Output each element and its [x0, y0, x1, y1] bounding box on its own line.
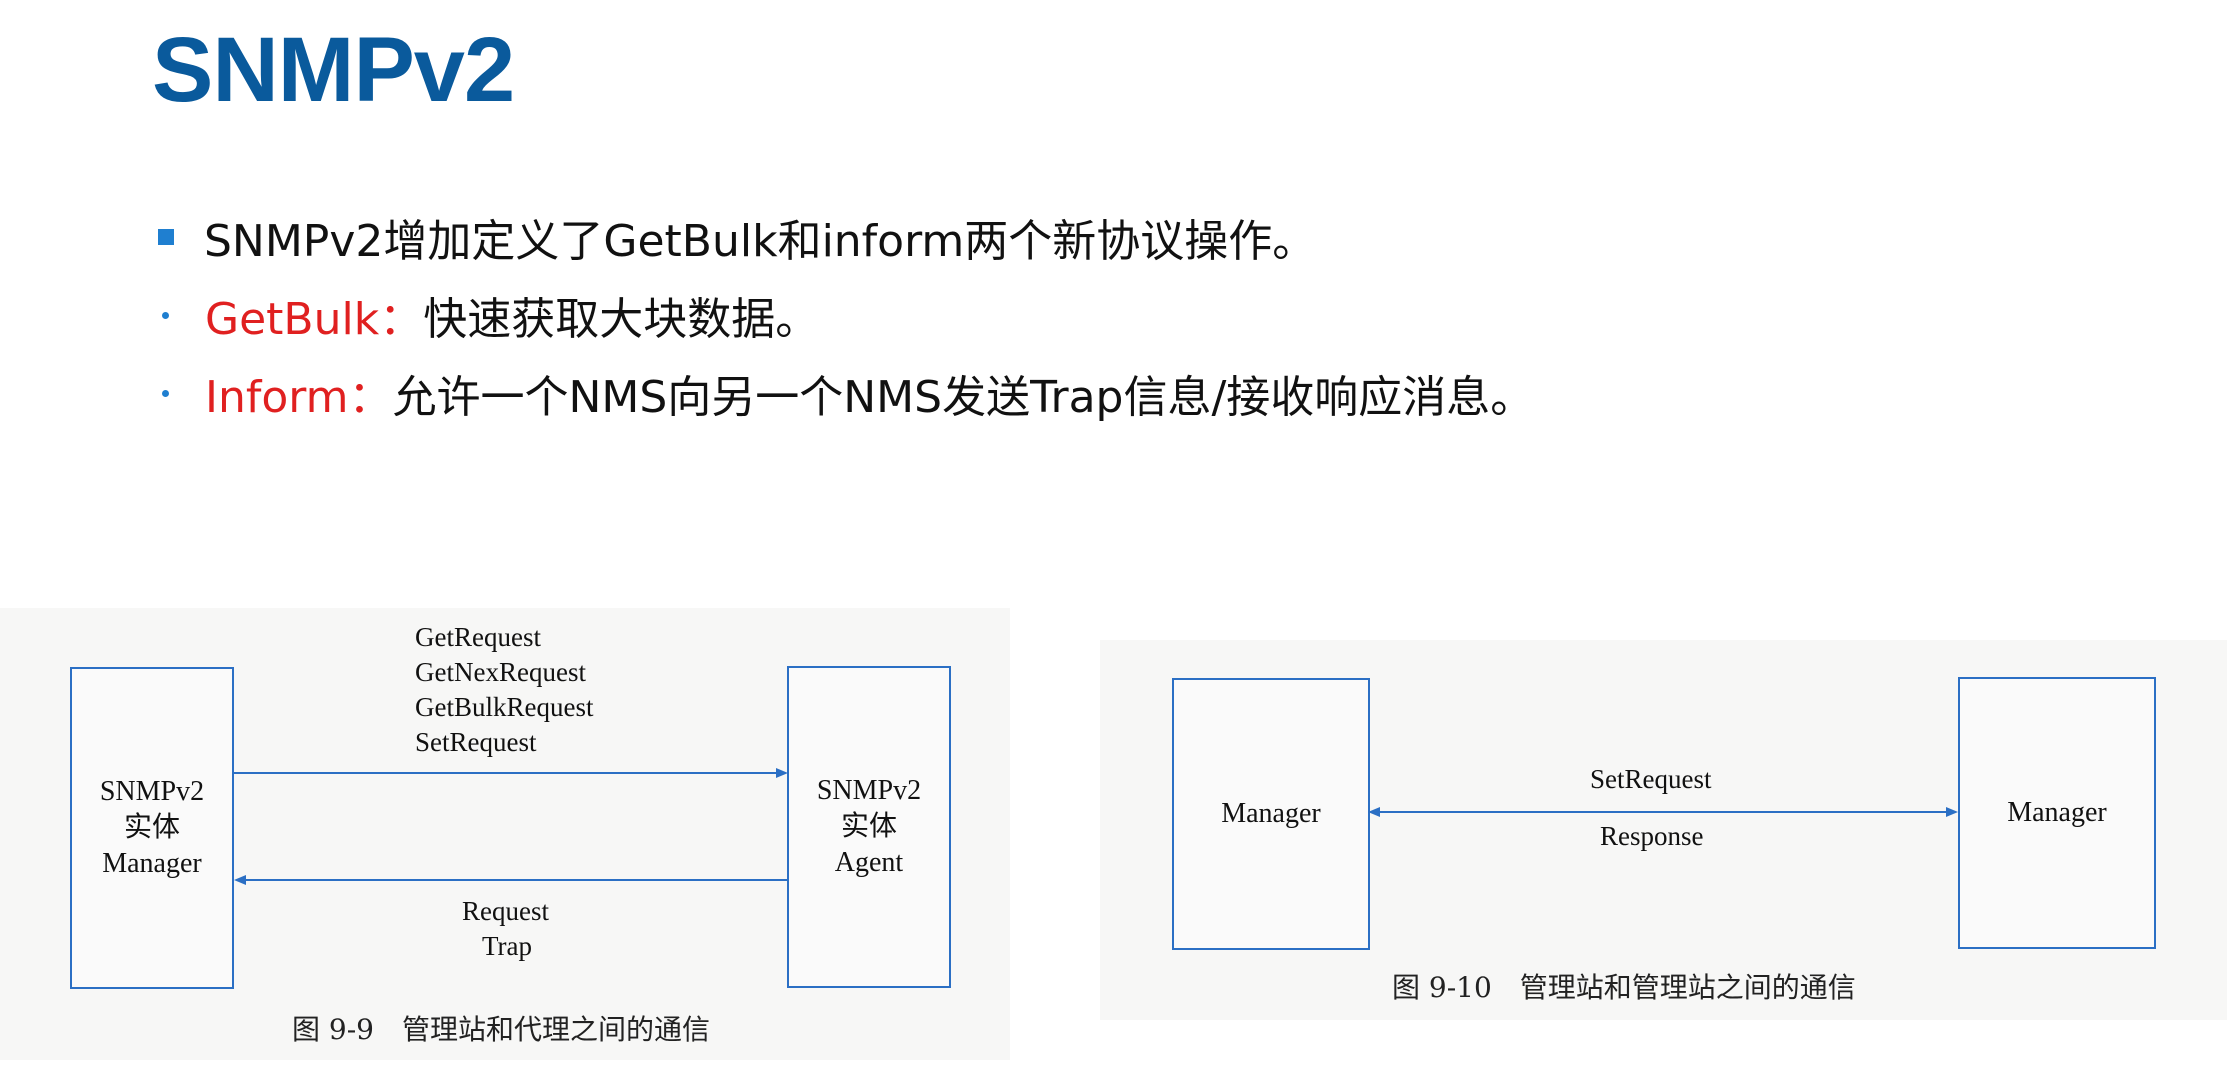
figure-9-9: SNMPv2 实体 Manager SNMPv2 实体 Agent GetReq…	[0, 608, 1010, 1060]
bullet-text: SNMPv2增加定义了GetBulk和inform两个新协议操作。	[204, 216, 1317, 267]
request-label: GetNexRequest	[415, 657, 586, 687]
box-label: Manager	[2007, 797, 2107, 828]
manager-entity-box: SNMPv2 实体 Manager	[70, 667, 234, 989]
bullet-item: Inform： 允许一个NMS向另一个NMS发送Trap信息/接收响应消息。	[150, 361, 1534, 425]
figure-caption: 图 9-9 管理站和代理之间的通信	[292, 1013, 710, 1046]
bullet-item: GetBulk： 快速获取大块数据。	[150, 283, 819, 347]
response-label: Request	[462, 896, 549, 926]
request-label: SetRequest	[415, 727, 537, 757]
arrow-head-left-icon	[234, 875, 246, 885]
agent-entity-box: SNMPv2 实体 Agent	[787, 666, 951, 988]
box-line: 实体	[840, 811, 897, 842]
bullet-text: 允许一个NMS向另一个NMS发送Trap信息/接收响应消息。	[392, 372, 1535, 423]
box-line: SNMPv2	[99, 776, 205, 807]
box-line: Manager	[102, 848, 202, 879]
bullet-item: SNMPv2增加定义了GetBulk和inform两个新协议操作。	[150, 205, 1316, 269]
box-line: SNMPv2	[816, 775, 922, 806]
response-label: Response	[1600, 821, 1704, 851]
arrow-head-right-icon	[1946, 807, 1958, 817]
arrows-figure-9-9	[232, 768, 788, 885]
setrequest-label: SetRequest	[1590, 764, 1712, 794]
response-label: Trap	[482, 931, 533, 961]
dot-bullet-icon	[162, 389, 169, 397]
square-bullet-icon	[158, 229, 174, 245]
slide-title: SNMPv2	[152, 19, 515, 121]
request-label: GetBulkRequest	[415, 692, 594, 722]
bullet-highlight: Inform：	[205, 372, 393, 423]
arrow-head-right-icon	[776, 768, 788, 778]
box-line: 实体	[123, 812, 180, 843]
figure-9-10: Manager Manager SetRequest Response 图 9-…	[1100, 640, 2227, 1020]
bullet-text: 快速获取大块数据。	[423, 294, 820, 345]
arrow-head-left-icon	[1368, 807, 1380, 817]
manager-box-right: Manager	[1958, 677, 2156, 949]
bullet-highlight: GetBulk：	[205, 294, 424, 345]
box-label: Manager	[1221, 798, 1321, 829]
box-line: Agent	[834, 847, 904, 878]
manager-box-left: Manager	[1172, 678, 1370, 950]
arrows-figure-9-10	[1368, 807, 1958, 817]
dot-bullet-icon	[162, 311, 169, 319]
request-label: GetRequest	[415, 622, 541, 652]
figure-caption: 图 9-10 管理站和管理站之间的通信	[1392, 971, 1856, 1004]
